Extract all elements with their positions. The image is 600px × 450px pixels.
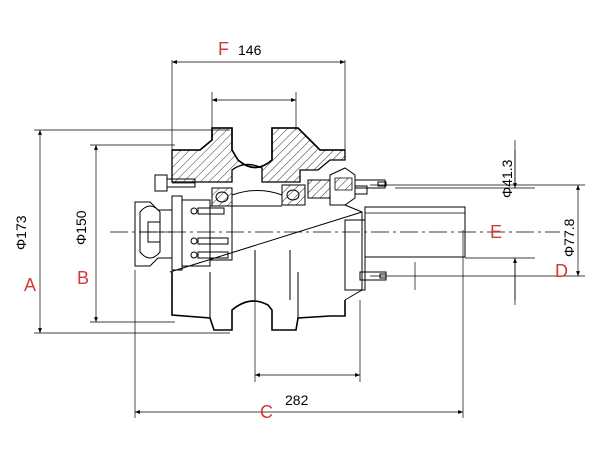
bearing-left bbox=[211, 187, 233, 207]
left-hub bbox=[134, 201, 173, 267]
dim-282-group bbox=[134, 230, 464, 418]
dim-150-group bbox=[90, 144, 175, 323]
dim-173-text: Φ173 bbox=[13, 215, 29, 250]
bolts-left bbox=[190, 207, 229, 259]
bolt-right-bottom bbox=[359, 262, 416, 290]
bearing-right bbox=[281, 179, 331, 206]
bottom-flanges bbox=[171, 250, 346, 331]
dim-146-group bbox=[171, 60, 346, 150]
right-end-cap bbox=[329, 167, 366, 301]
dim-282-text: 282 bbox=[285, 392, 309, 408]
label-a: A bbox=[24, 275, 36, 295]
dim-flange-gap bbox=[211, 92, 297, 130]
bolt-top-left bbox=[154, 174, 196, 192]
label-d: D bbox=[555, 261, 568, 281]
dim-41-text: Φ41.3 bbox=[499, 159, 515, 198]
label-e: E bbox=[490, 222, 502, 242]
inner-bore bbox=[231, 190, 283, 207]
left-end-cap bbox=[171, 195, 233, 271]
dim-77-group bbox=[370, 184, 585, 277]
label-c: C bbox=[260, 402, 273, 422]
grease-plug bbox=[354, 185, 368, 195]
label-b: B bbox=[77, 268, 89, 288]
roller-body bbox=[171, 127, 346, 183]
section-cut-line bbox=[169, 211, 363, 273]
label-f: F bbox=[218, 39, 229, 59]
dim-77-text: Φ77.8 bbox=[561, 218, 577, 257]
dim-41-group bbox=[395, 140, 535, 305]
dim-173-group bbox=[34, 129, 230, 334]
dim-150-text: Φ150 bbox=[73, 210, 89, 245]
dim-146-text: 146 bbox=[238, 42, 262, 58]
dim-inner-bottom bbox=[254, 300, 361, 382]
bolt-right-top bbox=[354, 179, 387, 189]
